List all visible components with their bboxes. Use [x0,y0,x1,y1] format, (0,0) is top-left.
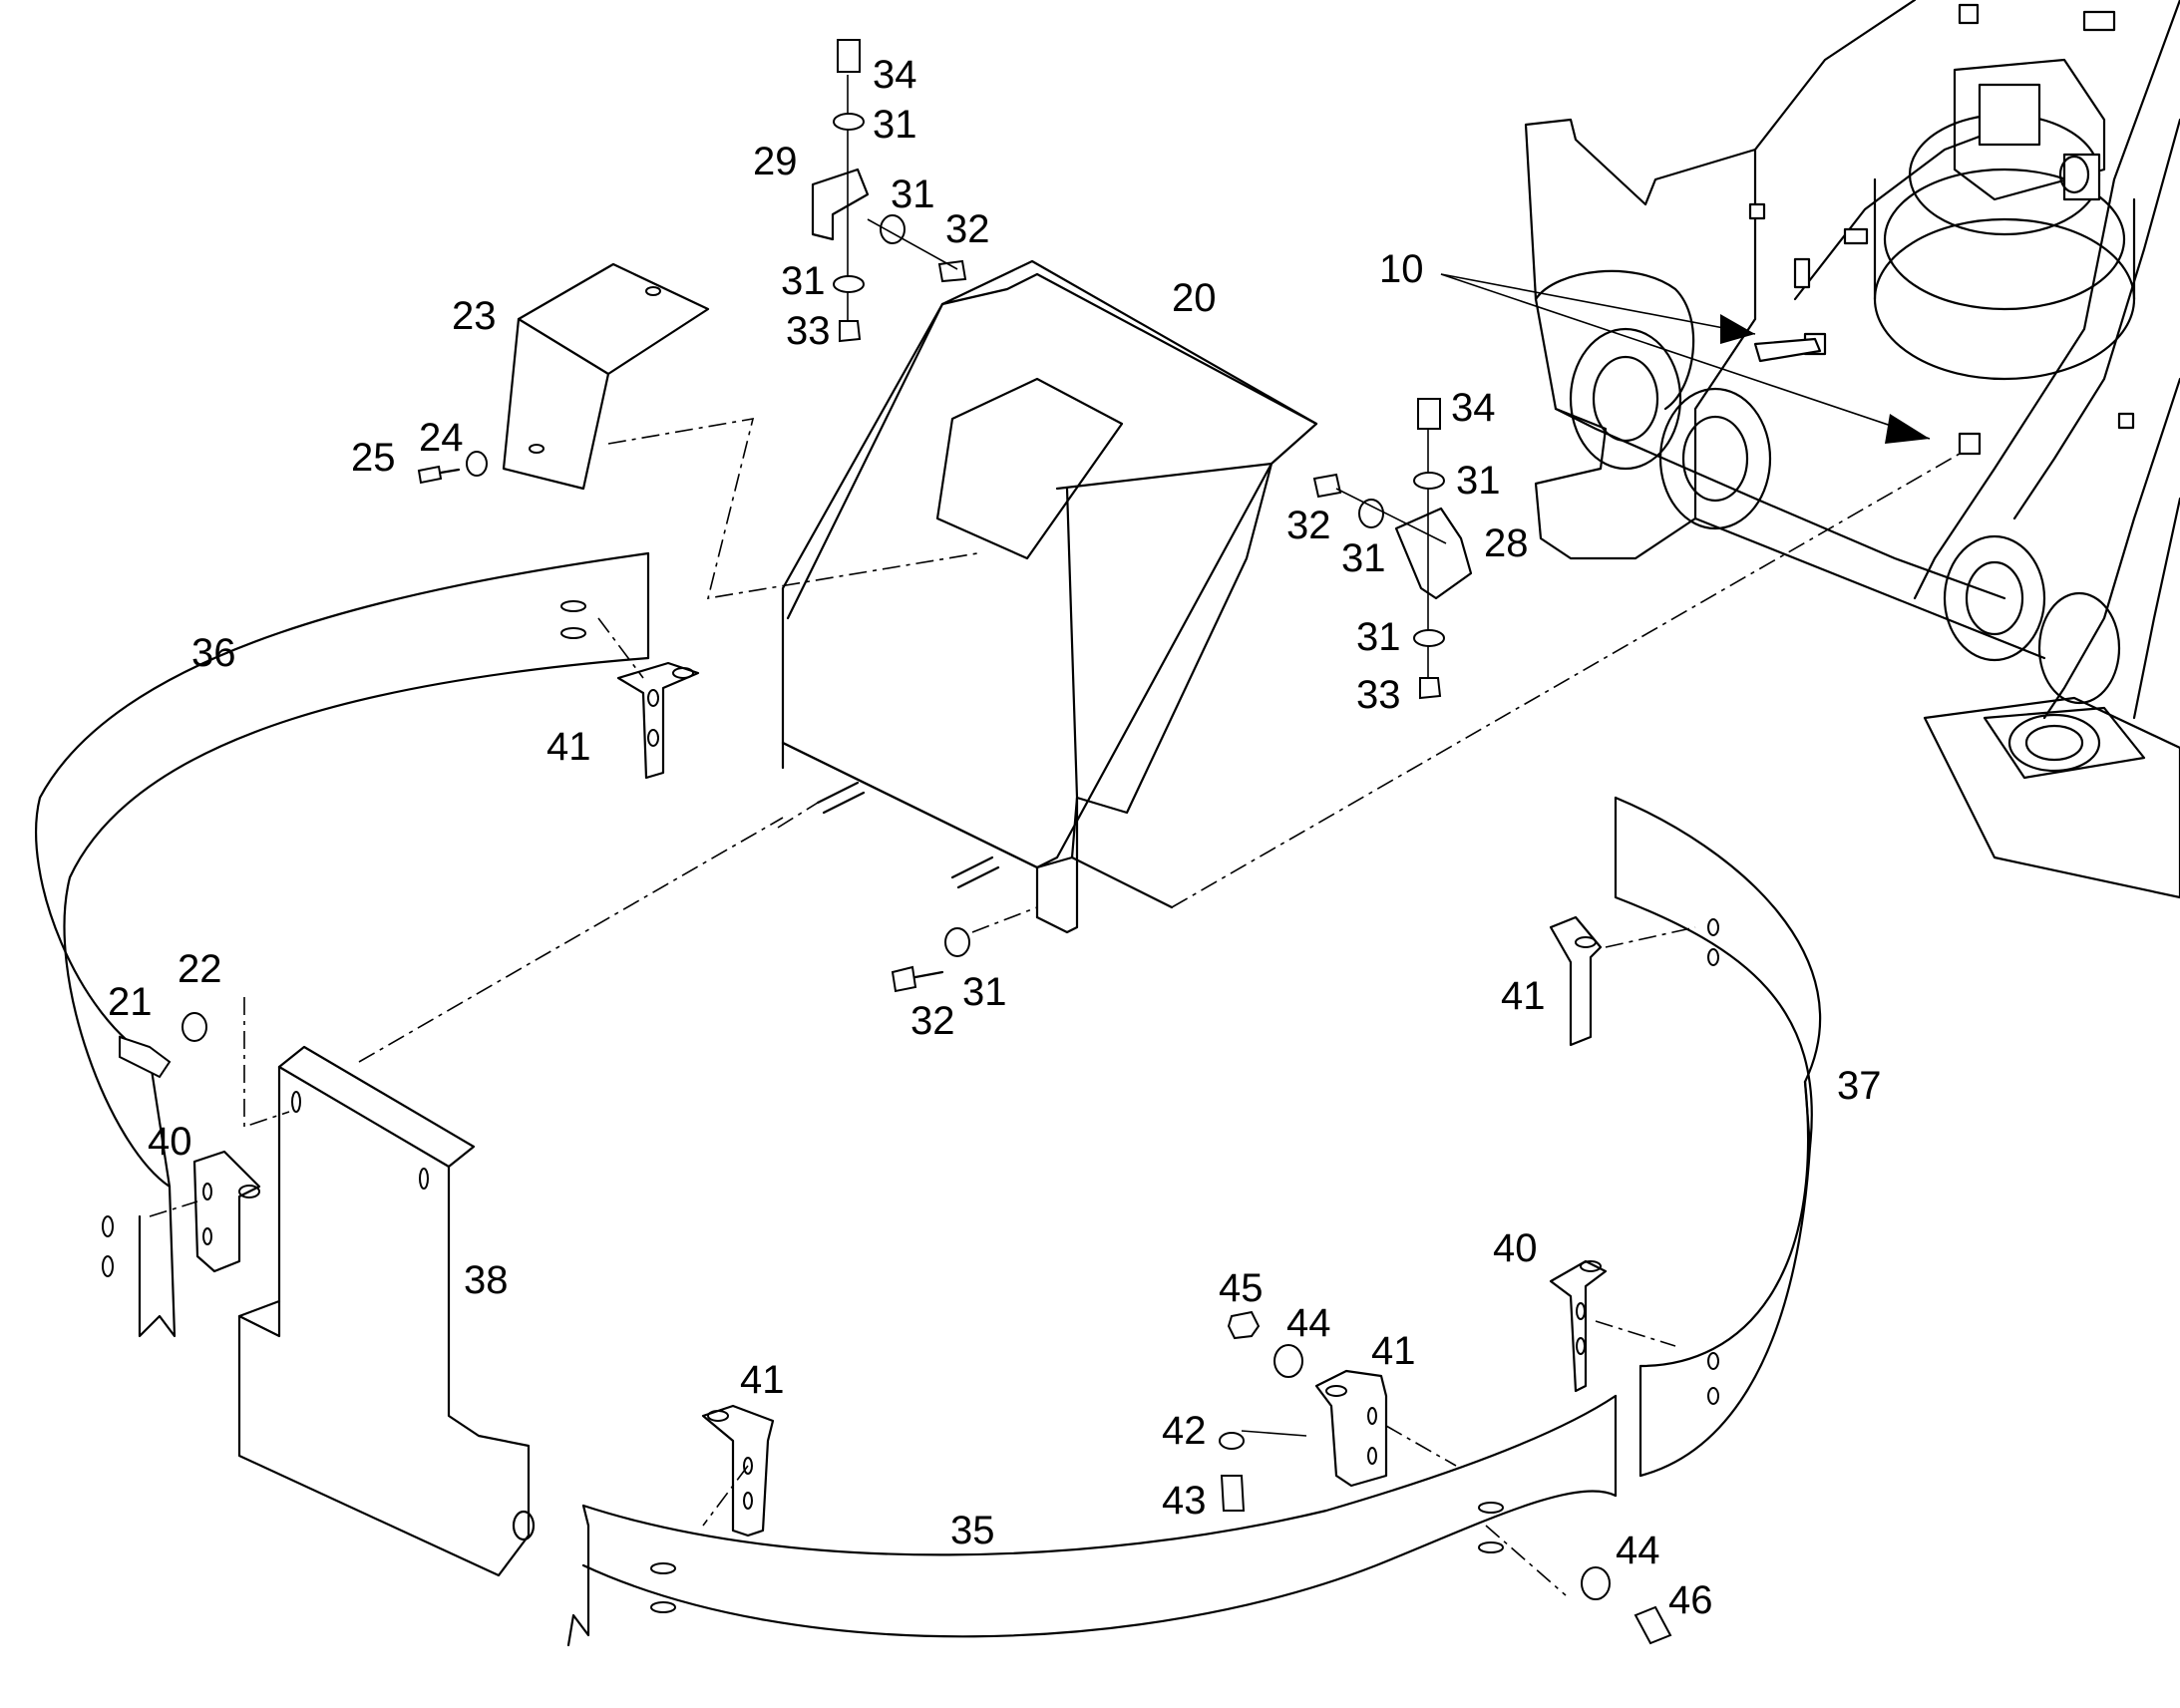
label-31-top-b: 31 [891,172,935,216]
part-36-band [35,551,650,1338]
part-40-bracket-b [1549,1259,1676,1393]
label-23: 23 [452,294,497,338]
label-31-top-a: 31 [873,103,917,147]
label-45: 45 [1219,1266,1264,1310]
part-38-plate [237,817,784,1577]
label-29: 29 [753,140,798,183]
label-34-right: 34 [1451,386,1496,430]
part-20-cover [777,259,1318,934]
callout-labels: 34 31 29 31 32 31 33 20 10 23 24 25 34 3… [108,53,1882,1622]
label-32-lower: 32 [910,999,955,1043]
machine-frame [1171,0,2180,908]
label-46: 46 [1668,1578,1713,1622]
label-38: 38 [464,1258,509,1302]
label-37: 37 [1837,1064,1882,1108]
part-29-bracket [811,39,967,343]
label-44-top: 44 [1286,1301,1331,1345]
label-42: 42 [1162,1409,1207,1453]
label-28: 28 [1484,521,1529,565]
label-34-top: 34 [873,53,917,97]
label-20: 20 [1172,276,1217,320]
label-32-right: 32 [1286,504,1331,547]
label-43: 43 [1162,1479,1207,1523]
label-21: 21 [108,980,153,1024]
label-36: 36 [191,631,236,675]
part-41-bracket-b [1549,915,1696,1047]
label-24: 24 [419,416,464,460]
label-25: 25 [351,436,396,480]
label-41-d: 41 [1371,1329,1416,1373]
part-35-band [566,1394,1618,1647]
part-41-bracket-d [1219,1310,1672,1645]
label-32-top: 32 [945,207,990,251]
label-31-right-c: 31 [1356,615,1401,659]
part-40-bracket-a [149,1150,261,1273]
label-41-b: 41 [1501,974,1546,1018]
part-32-31-lower [891,906,1038,993]
label-33-right: 33 [1356,673,1401,717]
label-40-left: 40 [148,1120,192,1164]
part-37-band [1614,796,1822,1478]
label-41-a: 41 [546,725,591,769]
label-31-lower: 31 [962,970,1007,1014]
label-44-bottom: 44 [1616,1529,1660,1572]
part-21-22-hardware [119,1012,207,1079]
label-31-right-b: 31 [1341,536,1386,580]
label-33-top: 33 [786,309,831,353]
part-23-plate [417,262,978,599]
label-41-c: 41 [740,1358,785,1402]
label-35: 35 [950,1509,995,1552]
part-41-bracket-c [701,1404,775,1537]
label-31-top-c: 31 [781,259,826,303]
label-31-right-a: 31 [1456,459,1501,503]
label-22: 22 [178,947,222,991]
label-40-right: 40 [1493,1226,1538,1270]
part-28-bracket [1312,398,1473,700]
label-10: 10 [1379,247,1424,291]
part-41-bracket-a [597,617,700,780]
